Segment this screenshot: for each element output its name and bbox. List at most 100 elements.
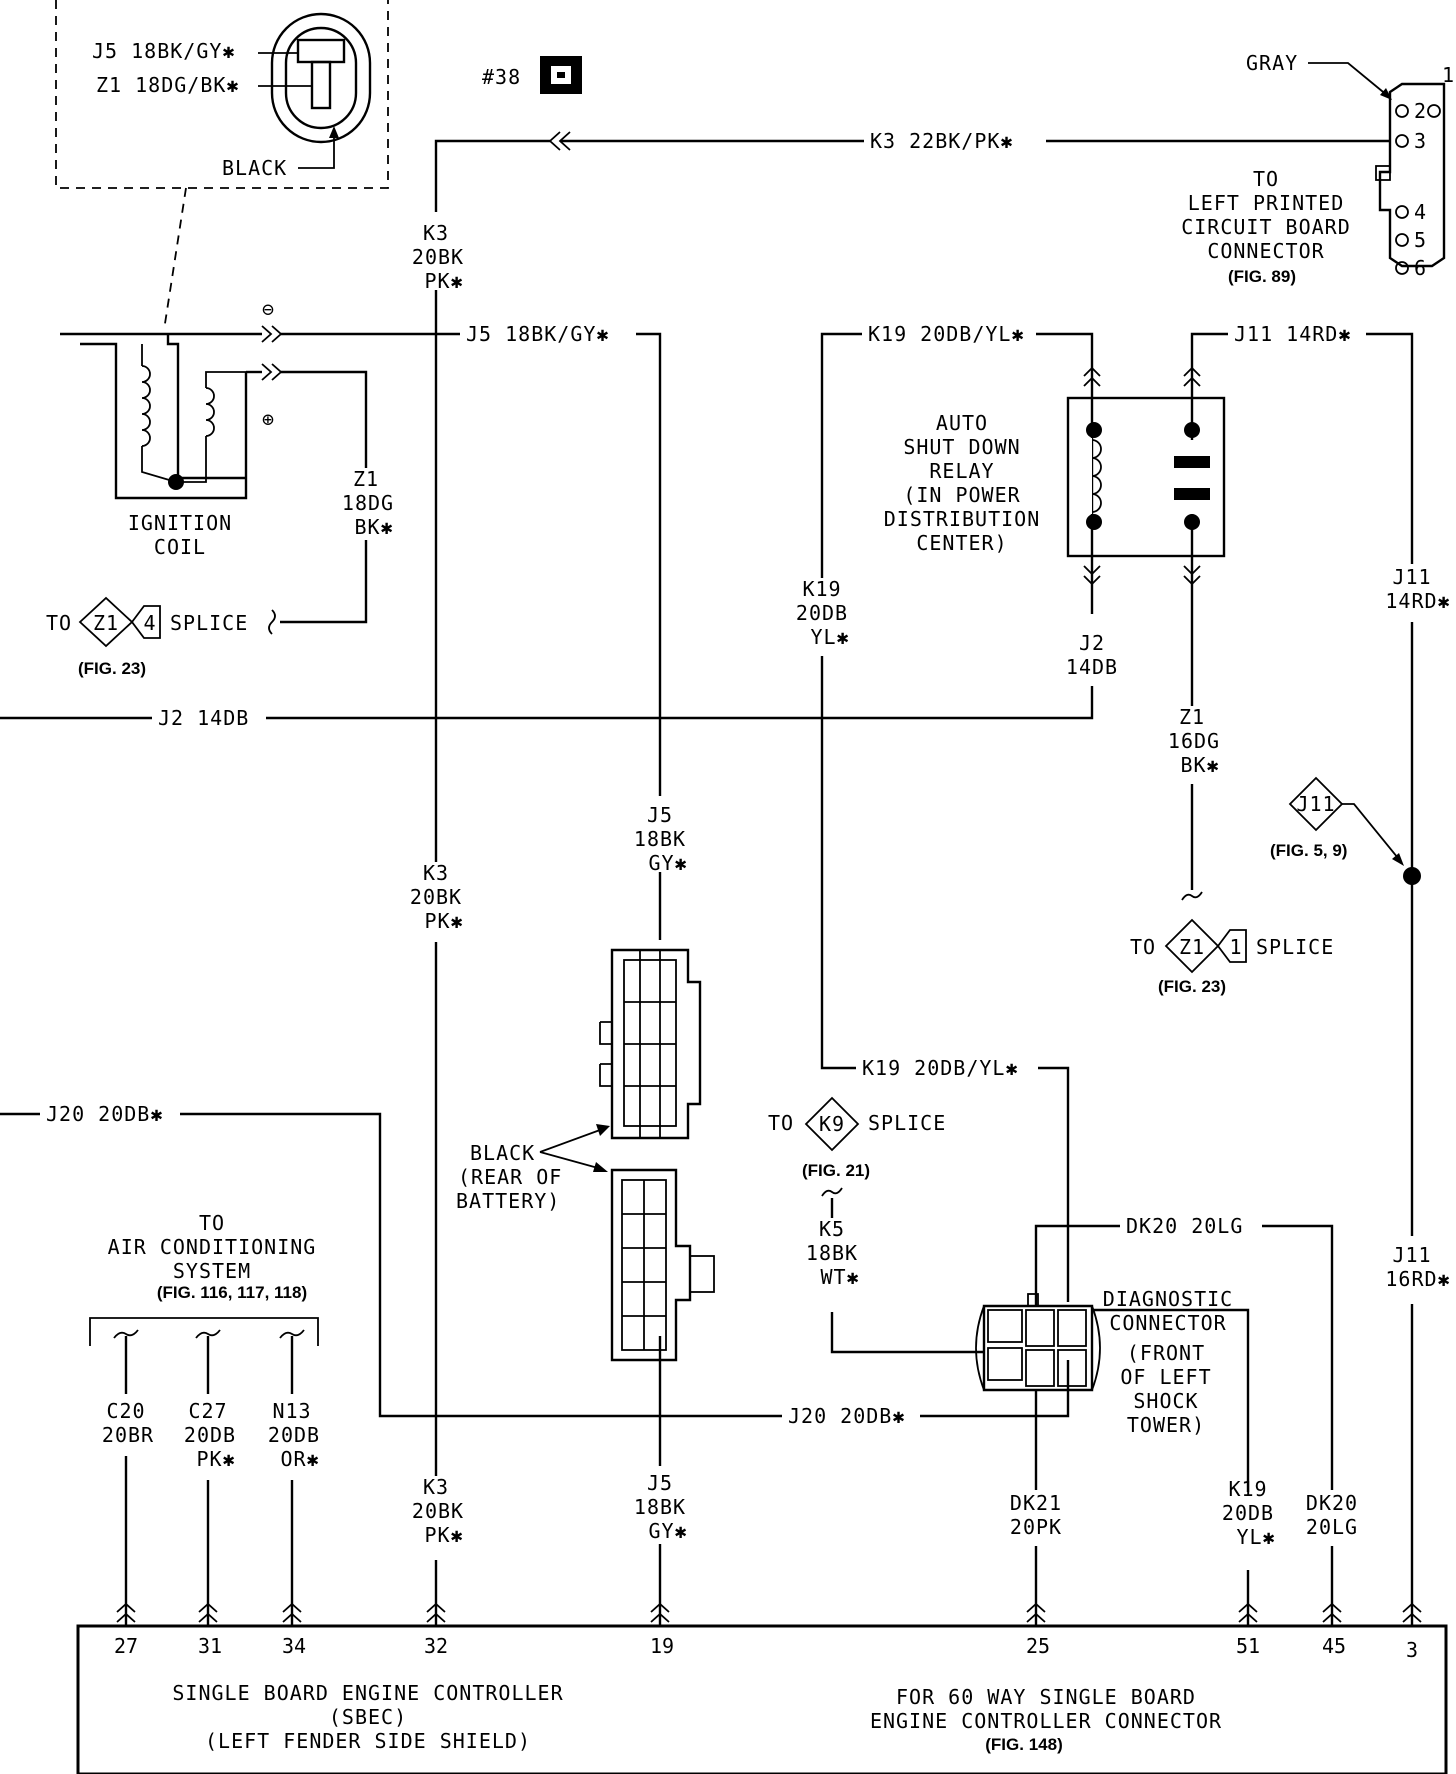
k5-label-3: WT✱ [820,1265,859,1289]
splice-z1-4-id: Z1 [93,611,119,635]
j11-mid-label-1: J11 [1392,565,1431,589]
j2-vertical-label-1: J2 [1079,631,1105,655]
sbec-terminal-chevron [198,1612,218,1623]
j5-low-label-3: GY✱ [648,1519,687,1543]
sbec-fig: (FIG. 148) [985,1735,1062,1754]
gray-dest-line1: TO [1253,167,1279,191]
gray-pin-2: 2 [1414,99,1427,123]
ground-ref-label: #38 [482,65,521,89]
ground-reference: #38 [482,56,582,94]
sbec-pin-51: 51 [1236,1634,1260,1658]
gray-dest-line3: CIRCUIT BOARD [1181,215,1351,239]
sbec-pin-34: 34 [282,1634,306,1658]
j11-ref-id: J11 [1296,792,1335,816]
sbec-pin-32: 32 [424,1634,448,1658]
splice-k9: TO K9 SPLICE (FIG. 21) K5 18BK WT✱ [768,1096,984,1354]
air-conditioning-branch: TO AIR CONDITIONING SYSTEM (FIG. 116, 11… [89,1211,320,1626]
j20-bottom-label: J20 20DB✱ [788,1404,905,1428]
j11-ref-fig: (FIG. 5, 9) [1270,841,1347,860]
diag-label-2: CONNECTOR [1109,1311,1226,1335]
z1-relay-label-1: Z1 [1179,705,1205,729]
dk21-label-2: 20PK [1010,1515,1062,1539]
splice-k9-fig: (FIG. 21) [802,1161,870,1180]
j11-mid-label-2: 14RD✱ [1385,589,1450,613]
sbec-controller: 27 31 34 32 19 25 51 45 3 SINGLE BOARD E… [76,1602,1448,1774]
sbec-terminal-chevron [116,1612,136,1623]
c27-label-1: C27 [188,1399,227,1423]
diag-label-5: SHOCK [1133,1389,1198,1413]
j5-low-label-2: 18BK [634,1495,686,1519]
coil-minus-symbol: ⊖ [262,297,275,321]
splice-k9-label: SPLICE [868,1111,946,1135]
gray-pin-6: 6 [1414,256,1427,280]
sbec-right-line1: FOR 60 WAY SINGLE BOARD [896,1685,1196,1709]
z1-coil-label-1: Z1 [353,467,379,491]
sbec-terminal-chevron [1402,1612,1422,1623]
relay-label-5: DISTRIBUTION [884,507,1041,531]
sbec-terminal-chevron [1026,1612,1046,1623]
sbec-terminal-chevron [1238,1612,1258,1623]
k3-top-label: K3 22BK/PK✱ [870,129,1013,153]
n13-label-2: 20DB [268,1423,320,1447]
k3-mid-label-2: 20BK [410,885,462,909]
j5-mid-label-2: 18BK [634,827,686,851]
k3-upper-label-2: 20BK [412,245,464,269]
coil-label-2: COIL [154,535,206,559]
sbec-left-line2: (SBEC) [329,1705,407,1729]
sbec-pin-3: 3 [1406,1638,1418,1662]
j2-horizontal-label: J2 14DB [158,706,249,730]
c27-label-2: 20DB [184,1423,236,1447]
c27-label-3: PK✱ [196,1447,235,1471]
splice-z1-1-label: SPLICE [1256,935,1334,959]
splice-z1-4-label: SPLICE [170,611,248,635]
j5-mid-label-3: GY✱ [648,851,687,875]
k19-low-label-1: K19 [1228,1477,1267,1501]
sbec-terminal-chevron [282,1602,302,1613]
inset-wire-z1-label: Z1 18DG/BK✱ [96,73,239,97]
battery-label-3: BATTERY) [456,1189,560,1213]
splice-z1-1-id: Z1 [1179,935,1205,959]
k19-second-label: K19 20DB/YL✱ [862,1056,1019,1080]
sbec-terminal-chevron [282,1612,302,1623]
wire-z1-coil: Z1 18DG BK✱ [268,370,394,635]
k3-mid-label-1: K3 [423,861,449,885]
z1-relay-label-3: BK✱ [1180,753,1219,777]
k19-low-label-3: YL✱ [1236,1525,1275,1549]
z1-relay-label-2: 16DG [1168,729,1220,753]
wire-z1-relay: Z1 16DG BK✱ [1168,584,1220,901]
sbec-terminal-chevron [1322,1612,1342,1623]
auto-shutdown-relay: AUTO SHUT DOWN RELAY (IN POWER DISTRIBUT… [884,366,1226,586]
splice-z1-4-to: TO [46,611,72,635]
j5-low-label-1: J5 [647,1471,673,1495]
k3-low-label-3: PK✱ [424,1523,463,1547]
k19-vert-label-1: K19 [802,577,841,601]
wire-j5: J5 18BK/GY✱ J5 18BK GY✱ J5 18BK GY✱ [281,322,687,1626]
battery-label-1: BLACK [470,1141,535,1165]
gray-pin-1: 1 [1442,63,1455,87]
dk20-vertical-label-1: DK20 [1306,1491,1358,1515]
splice-z1-1-num: 1 [1229,935,1242,959]
k3-upper-label-3: PK✱ [424,269,463,293]
inset-wire-j5-label: J5 18BK/GY✱ [92,39,235,63]
battery-label-2: (REAR OF [458,1165,562,1189]
k5-label-2: 18BK [806,1241,858,1265]
n13-label-1: N13 [272,1399,311,1423]
sbec-pin-45: 45 [1322,1634,1346,1658]
sbec-terminal-chevron [650,1602,670,1613]
sbec-right-line2: ENGINE CONTROLLER CONNECTOR [870,1709,1222,1733]
gray-pin-3: 3 [1414,129,1427,153]
relay-label-3: RELAY [929,459,994,483]
sbec-terminal-chevron [650,1612,670,1623]
wire-dk20-dk21: DK20 20LG DK20 20LG DK21 20PK [1010,1214,1358,1626]
z1-coil-label-2: 18DG [342,491,394,515]
sbec-terminal-chevron [116,1602,136,1613]
sbec-terminal-chevron [426,1612,446,1623]
splice-z1-4-fig: (FIG. 23) [78,659,146,678]
n13-label-3: OR✱ [280,1447,319,1471]
wire-j11: J11 14RD✱ J11 14RD✱ J11 16RD✱ [1190,322,1450,1626]
sbec-terminal-chevron [426,1602,446,1613]
sbec-left-line3: (LEFT FENDER SIDE SHIELD) [205,1729,531,1753]
sbec-pin-25: 25 [1026,1634,1050,1658]
gray-connector: GRAY 1 2 3 4 5 6 TO LEFT PRINTED CIRCUIT… [1181,51,1455,286]
j20-top-label: J20 20DB✱ [46,1102,163,1126]
